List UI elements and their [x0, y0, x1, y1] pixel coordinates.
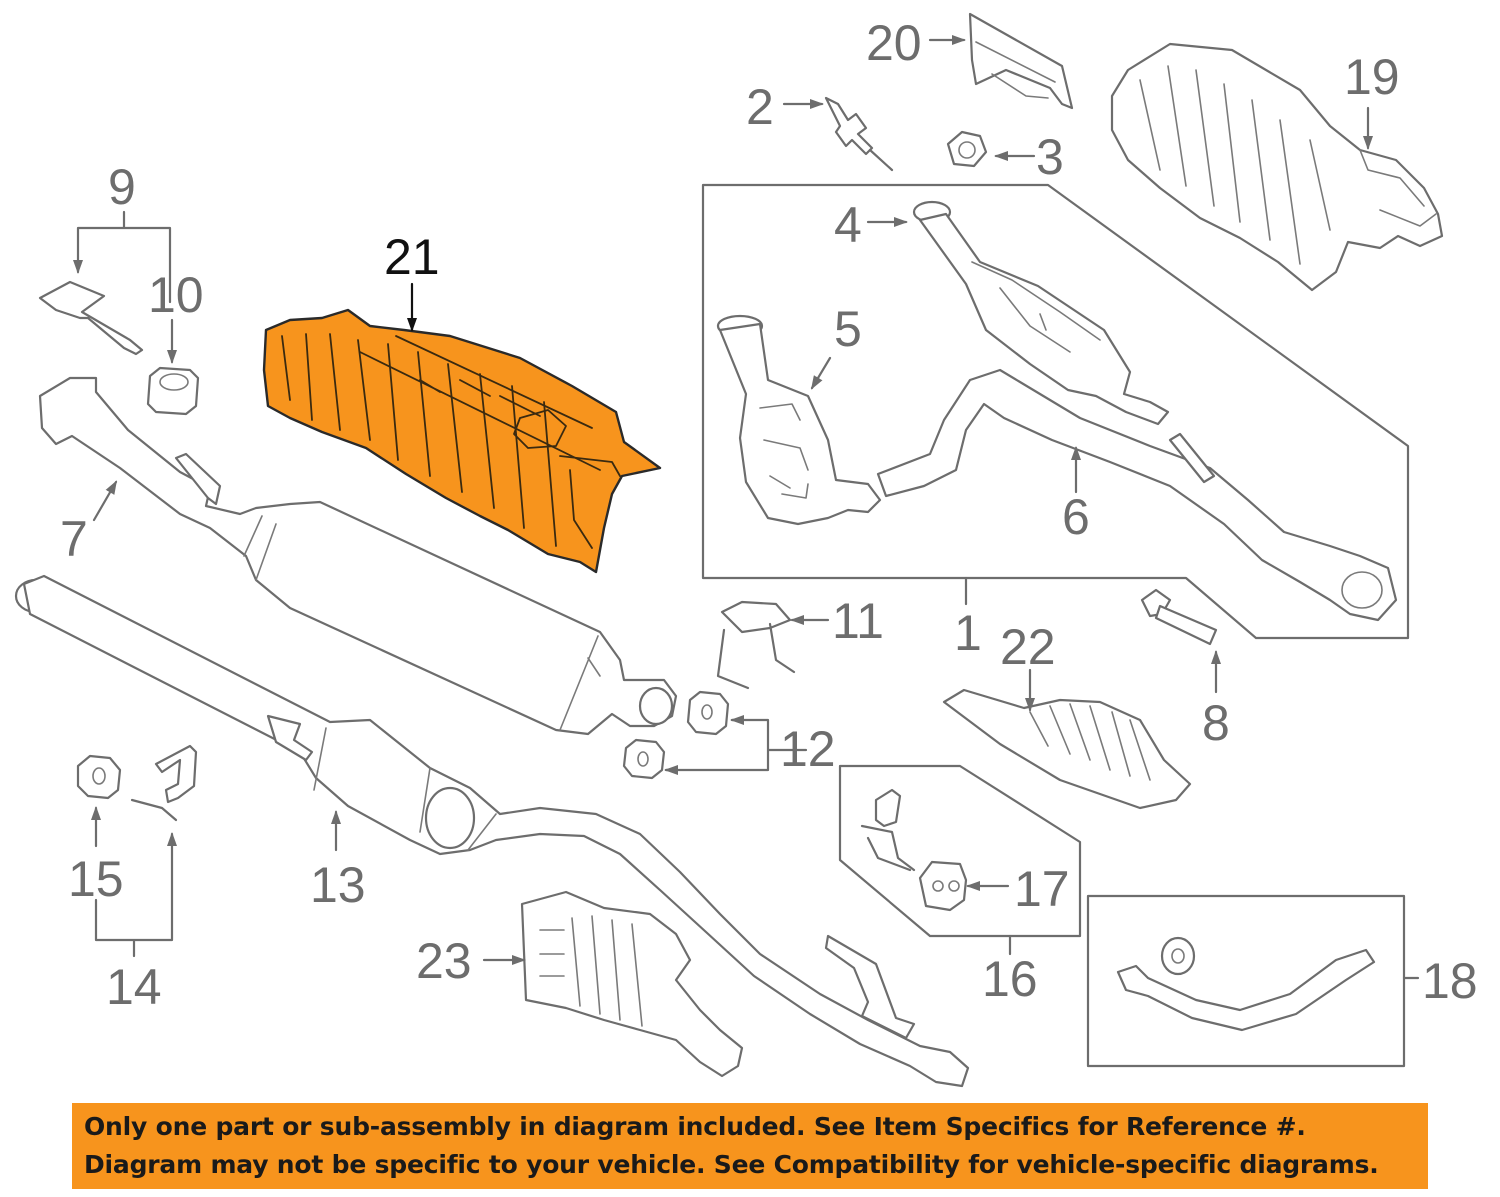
- callout-6: 6: [1062, 489, 1090, 545]
- disclaimer-banner: Only one part or sub-assembly in diagram…: [72, 1103, 1428, 1189]
- part-16-bracket: [860, 788, 916, 872]
- callout-9: 9: [108, 159, 136, 215]
- assembly-1-boundary: [701, 183, 1410, 640]
- part-19-heat-shield: [1110, 42, 1444, 292]
- callout-14: 14: [106, 959, 162, 1015]
- part-7-front-pipe-muffler: [38, 376, 678, 736]
- callout-12: 12: [780, 721, 836, 777]
- leader-9: [76, 210, 172, 304]
- part-22-heat-shield: [942, 688, 1192, 810]
- part-14-bracket: [130, 744, 198, 822]
- leader-5: [810, 356, 832, 390]
- callout-23: 23: [416, 933, 472, 989]
- callout-16: 16: [982, 951, 1038, 1007]
- callout-5: 5: [834, 301, 862, 357]
- callout-4: 4: [834, 197, 862, 253]
- callout-labels: 20 2 3 19 4 5 6 1 8 22 9 10 7 11 12 13 1…: [60, 15, 1478, 1015]
- disclaimer-line-2: Diagram may not be specific to your vehi…: [84, 1150, 1379, 1179]
- callout-21-highlighted: 21: [384, 229, 440, 285]
- part-11-hanger: [716, 600, 796, 690]
- part-9-bracket: [38, 280, 144, 356]
- callout-18: 18: [1422, 953, 1478, 1009]
- callout-20: 20: [866, 15, 922, 71]
- leader-12: [664, 718, 808, 772]
- part-6-pipe: [876, 368, 1398, 622]
- callout-19: 19: [1344, 49, 1400, 105]
- callout-2: 2: [746, 79, 774, 135]
- leader-14: [94, 834, 174, 958]
- part-20-heat-shield-plate: [968, 12, 1074, 110]
- assembly-16-boundary: [838, 764, 1082, 938]
- callout-22: 22: [1000, 619, 1056, 675]
- callout-17: 17: [1014, 861, 1070, 917]
- callout-15: 15: [68, 851, 124, 907]
- part-17-insulator: [918, 860, 968, 912]
- part-8-bolt: [1140, 588, 1218, 646]
- part-21-heat-shield-highlighted: [262, 308, 662, 574]
- callout-3: 3: [1036, 129, 1064, 185]
- part-2-oxygen-sensor: [824, 96, 894, 172]
- part-3-nut: [946, 130, 988, 168]
- part-4-catalytic-converter: [912, 200, 1170, 426]
- callout-7: 7: [60, 511, 88, 567]
- callout-8: 8: [1202, 695, 1230, 751]
- callout-11: 11: [832, 593, 884, 649]
- part-13-rear-pipe-muffler: [14, 574, 970, 1088]
- leader-7: [92, 480, 118, 522]
- callout-1: 1: [954, 605, 982, 661]
- part-10-insulator: [146, 366, 200, 416]
- part-23-heat-shield: [520, 890, 744, 1078]
- assembly-18-boundary: [1086, 894, 1406, 1068]
- callout-10: 10: [148, 267, 204, 323]
- disclaimer-line-1: Only one part or sub-assembly in diagram…: [84, 1112, 1306, 1141]
- part-5-catalytic-converter: [716, 314, 882, 526]
- part-15-insulator: [76, 754, 122, 800]
- leader-lines: [73, 35, 1420, 980]
- part-12-insulators: [622, 690, 730, 780]
- callout-13: 13: [310, 857, 366, 913]
- part-18-hanger-insulator: [1116, 936, 1376, 1032]
